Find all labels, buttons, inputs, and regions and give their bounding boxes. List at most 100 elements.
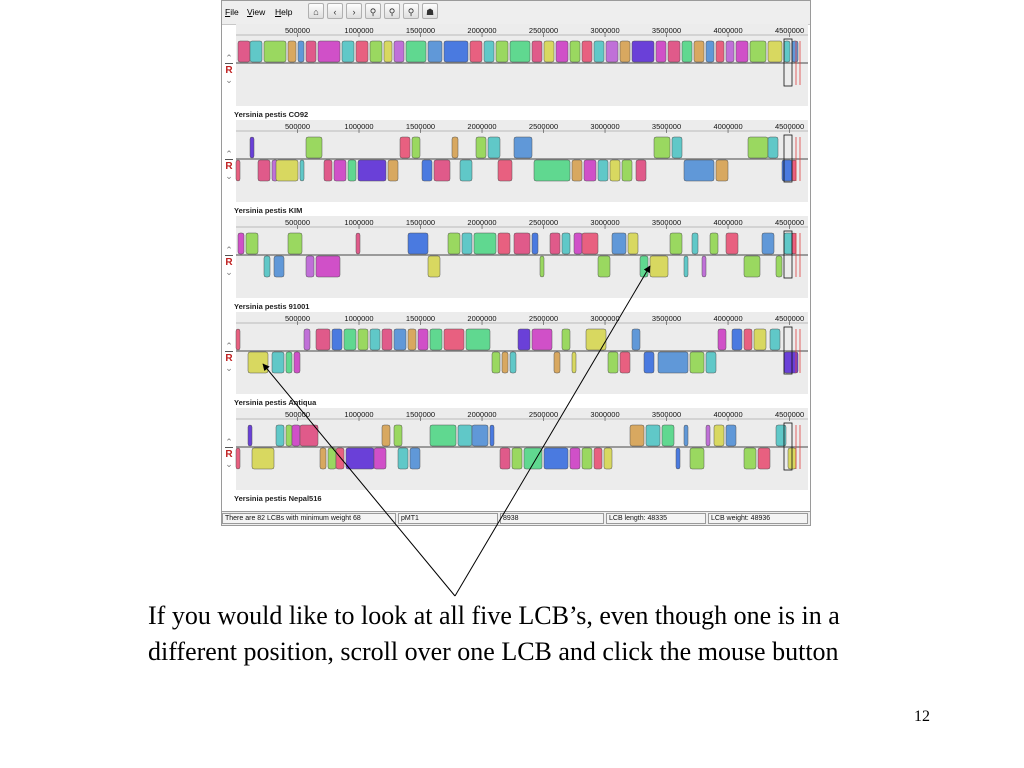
move-down-icon[interactable]: ⌄ [225, 75, 233, 85]
lcb-block[interactable] [701, 255, 707, 278]
lcb-block[interactable] [407, 328, 417, 351]
lcb-block[interactable] [333, 159, 347, 182]
lcb-block[interactable] [275, 159, 299, 182]
lcb-block[interactable] [443, 40, 469, 63]
lcb-block[interactable] [619, 351, 631, 374]
move-up-icon[interactable]: ⌃ [225, 53, 233, 63]
lcb-block[interactable] [725, 424, 737, 447]
lcb-block[interactable] [273, 255, 285, 278]
lcb-block[interactable] [451, 136, 459, 159]
move-up-icon[interactable]: ⌃ [225, 245, 233, 255]
lcb-block[interactable] [511, 447, 523, 470]
lcb-block[interactable] [549, 232, 561, 255]
lcb-block[interactable] [775, 255, 783, 278]
lcb-block[interactable] [561, 328, 571, 351]
lcb-block[interactable] [761, 232, 775, 255]
zoom-out-icon[interactable]: ⚲ [384, 3, 400, 19]
lcb-block[interactable] [543, 40, 555, 63]
lcb-block[interactable] [495, 40, 509, 63]
lcb-block[interactable] [581, 40, 593, 63]
menu-help[interactable]: Help [275, 7, 293, 17]
lcb-block[interactable] [731, 328, 743, 351]
reverse-button[interactable]: R [225, 257, 233, 268]
reverse-button[interactable]: R [225, 449, 233, 460]
lcb-block[interactable] [293, 351, 301, 374]
lcb-block[interactable] [609, 159, 621, 182]
lcb-block[interactable] [661, 424, 675, 447]
scroll-right-icon[interactable]: › [346, 3, 362, 19]
move-up-icon[interactable]: ⌃ [225, 437, 233, 447]
lcb-block[interactable] [357, 159, 387, 182]
lcb-block[interactable] [629, 424, 645, 447]
lcb-block[interactable] [285, 351, 293, 374]
lcb-block[interactable] [497, 232, 511, 255]
lcb-block[interactable] [245, 232, 259, 255]
lcb-block[interactable] [603, 447, 613, 470]
move-down-icon[interactable]: ⌄ [225, 171, 233, 181]
lcb-block[interactable] [399, 136, 411, 159]
lcb-block[interactable] [469, 40, 483, 63]
lcb-block[interactable] [533, 159, 571, 182]
lcb-block[interactable] [409, 447, 421, 470]
lcb-block[interactable] [465, 328, 491, 351]
lcb-block[interactable] [683, 424, 689, 447]
lcb-block[interactable] [571, 351, 577, 374]
lcb-block[interactable] [373, 447, 387, 470]
lcb-block[interactable] [593, 40, 605, 63]
lcb-block[interactable] [655, 40, 667, 63]
lcb-block[interactable] [717, 328, 727, 351]
lcb-block[interactable] [775, 424, 787, 447]
lcb-block[interactable] [767, 40, 783, 63]
lcb-block[interactable] [319, 447, 327, 470]
lcb-block[interactable] [675, 447, 681, 470]
lcb-block[interactable] [461, 232, 473, 255]
lcb-block[interactable] [713, 424, 725, 447]
lcb-block[interactable] [411, 136, 421, 159]
lcb-block[interactable] [531, 232, 539, 255]
lcb-block[interactable] [671, 136, 683, 159]
lcb-block[interactable] [369, 40, 383, 63]
lcb-block[interactable] [743, 328, 753, 351]
lcb-block[interactable] [405, 40, 427, 63]
lcb-block[interactable] [305, 255, 315, 278]
lcb-block[interactable] [357, 328, 369, 351]
lcb-block[interactable] [689, 447, 705, 470]
lcb-block[interactable] [497, 159, 513, 182]
lcb-block[interactable] [393, 424, 403, 447]
lcb-block[interactable] [249, 136, 255, 159]
lcb-block[interactable] [705, 351, 717, 374]
lcb-block[interactable] [593, 447, 603, 470]
lcb-block[interactable] [299, 159, 305, 182]
lcb-block[interactable] [491, 351, 501, 374]
lcb-block[interactable] [323, 159, 333, 182]
lcb-block[interactable] [631, 40, 655, 63]
lcb-block[interactable] [369, 328, 381, 351]
lcb-block[interactable] [581, 447, 593, 470]
lcb-block[interactable] [303, 328, 311, 351]
lcb-block[interactable] [543, 447, 569, 470]
lcb-block[interactable] [421, 159, 433, 182]
lcb-block[interactable] [381, 328, 393, 351]
lcb-block[interactable] [383, 40, 393, 63]
lcb-block[interactable] [473, 232, 497, 255]
lcb-block[interactable] [317, 40, 341, 63]
lcb-block[interactable] [237, 232, 245, 255]
lcb-block[interactable] [725, 40, 735, 63]
reverse-button[interactable]: R [225, 65, 233, 76]
lcb-block[interactable] [287, 40, 297, 63]
lcb-block[interactable] [343, 328, 357, 351]
lcb-block[interactable] [315, 255, 341, 278]
lcb-block[interactable] [749, 40, 767, 63]
lcb-weight-icon[interactable]: ☗ [422, 3, 438, 19]
lcb-block[interactable] [287, 232, 303, 255]
lcb-block[interactable] [643, 351, 655, 374]
lcb-block[interactable] [393, 328, 407, 351]
lcb-block[interactable] [257, 159, 271, 182]
lcb-block[interactable] [459, 159, 473, 182]
